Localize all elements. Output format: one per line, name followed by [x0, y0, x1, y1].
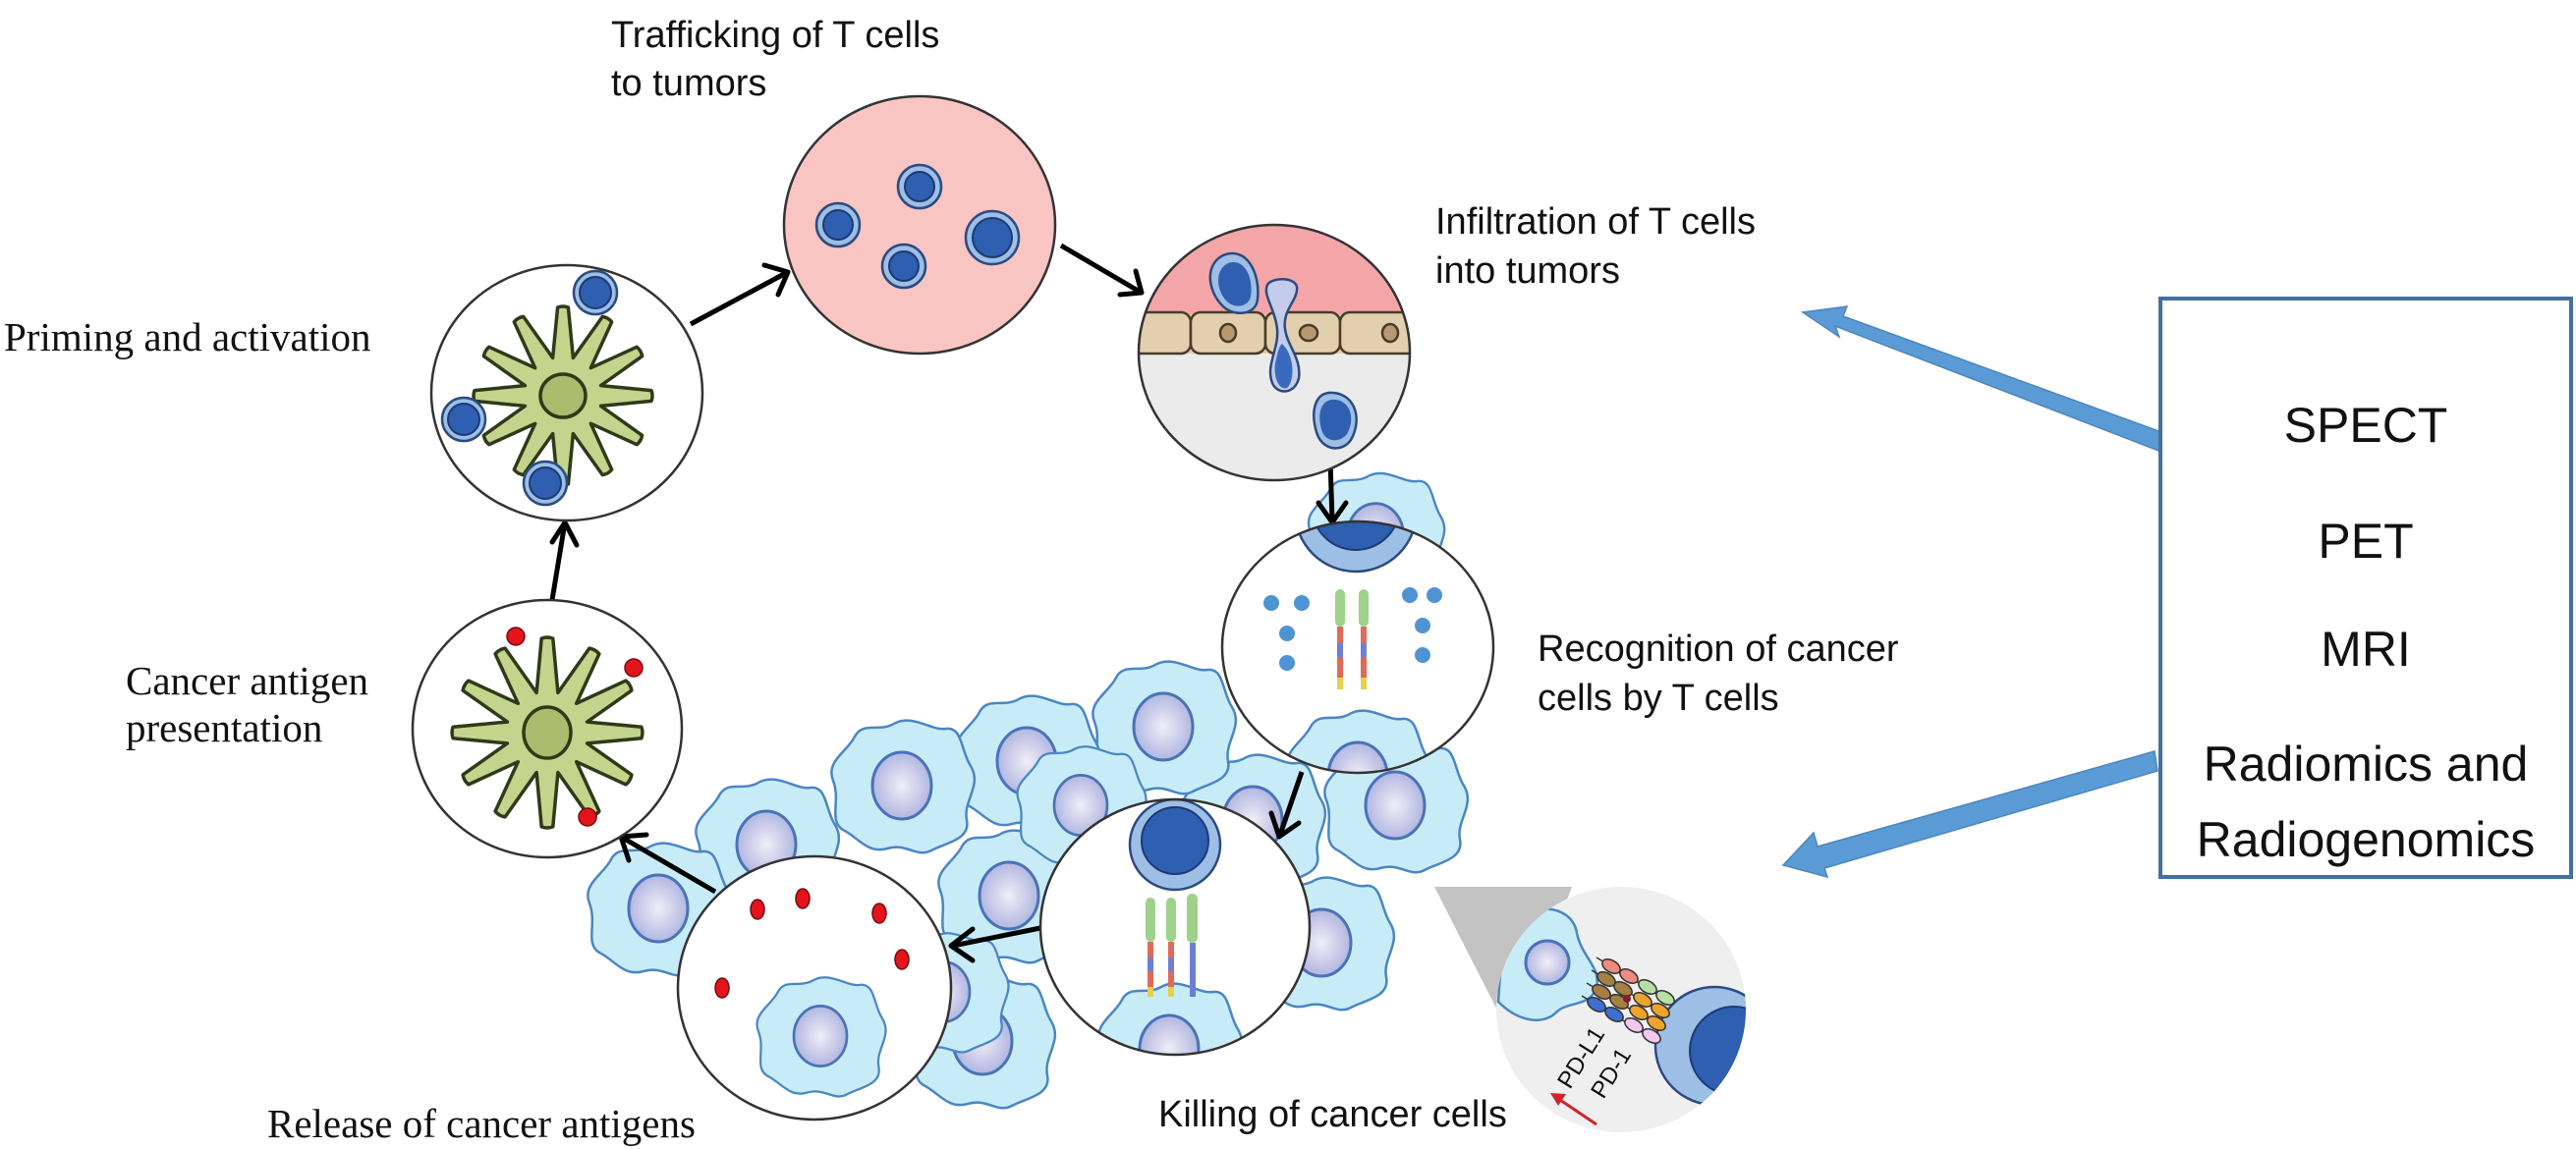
cancer-cell	[1496, 907, 1599, 1021]
arrow-recognition-to-killing	[1268, 771, 1305, 840]
modality-radiogenomics: Radiogenomics	[2197, 812, 2536, 867]
label-infiltration-line1: Infiltration of T cells	[1435, 201, 1756, 243]
t-cell-icon	[964, 209, 1021, 266]
endothelial-layer	[1139, 310, 1410, 356]
step-priming-circle	[429, 263, 704, 522]
step-killing-circle	[1038, 797, 1312, 1057]
step-recognition-circle	[1220, 520, 1495, 775]
arrow-priming-to-trafficking	[689, 262, 791, 327]
label-trafficking-line1: Trafficking of T cells	[611, 15, 939, 56]
t-cell-icon	[896, 163, 943, 210]
transmigrating-t-cell-icon	[1264, 278, 1301, 393]
label-infiltration-line2: into tumors	[1435, 250, 1620, 292]
t-cell-icon	[1293, 521, 1419, 574]
imaging-modalities-box: SPECT PET MRI Radiomics and Radiogenomic…	[2158, 297, 2573, 879]
pd1-pdl1-inset: PD-L1 PD-1	[1434, 887, 1746, 1132]
cancer-cell	[756, 975, 887, 1098]
modality-spect: SPECT	[2284, 398, 2448, 453]
label-recognition-line2: cells by T cells	[1538, 678, 1779, 719]
step-infiltration-circle	[1137, 223, 1412, 482]
label-priming: Priming and activation	[4, 314, 370, 359]
label-presentation-line1: Cancer antigen	[126, 658, 368, 703]
blue-arrow-to-infiltration	[1800, 305, 2162, 454]
cycle-arrows	[549, 243, 1349, 963]
t-cell-icon	[1313, 391, 1358, 450]
t-cell-icon	[522, 460, 569, 507]
arrow-killing-to-release	[948, 925, 1041, 963]
label-killing: Killing of cancer cells	[1158, 1094, 1507, 1135]
antigen-dots	[506, 627, 644, 827]
modality-mri: MRI	[2321, 622, 2411, 677]
t-cell-icon	[880, 243, 927, 290]
tcr-mhc-receptors	[1146, 894, 1198, 997]
red-arrow-icon	[1550, 1093, 1597, 1126]
step-release-circle	[676, 854, 953, 1122]
label-recognition-line1: Recognition of cancer	[1538, 629, 1899, 670]
arrow-trafficking-to-infiltration	[1059, 243, 1145, 298]
t-cell-icon	[1128, 799, 1222, 892]
cancer-cell	[829, 719, 977, 854]
checkpoint-receptors	[1581, 957, 1675, 1044]
t-cell-icon	[1653, 985, 1746, 1107]
label-release: Release of cancer antigens	[267, 1101, 696, 1146]
dendritic-cell-icon	[472, 304, 654, 487]
step-trafficking-circle	[782, 94, 1057, 356]
dendritic-cell-icon	[450, 635, 644, 830]
tcr-mhc-receptors	[1335, 589, 1369, 689]
modality-radiomics: Radiomics and	[2204, 737, 2529, 792]
step-presentation-circle	[411, 598, 684, 859]
antigen-dots	[714, 888, 910, 999]
cytokine-dots	[1263, 587, 1442, 671]
label-trafficking-line2: to tumors	[611, 63, 766, 104]
blue-arrow-to-killing	[1781, 750, 2158, 879]
label-presentation-line2: presentation	[126, 705, 322, 750]
modality-pet: PET	[2318, 514, 2413, 569]
arrow-presentation-to-priming	[549, 520, 580, 601]
t-cell-icon	[1208, 251, 1260, 314]
step-labels: Priming and activation Trafficking of T …	[4, 15, 1899, 1146]
t-cell-icon	[814, 201, 862, 248]
t-cell-icon	[440, 396, 487, 443]
t-cell-icon	[572, 269, 619, 316]
